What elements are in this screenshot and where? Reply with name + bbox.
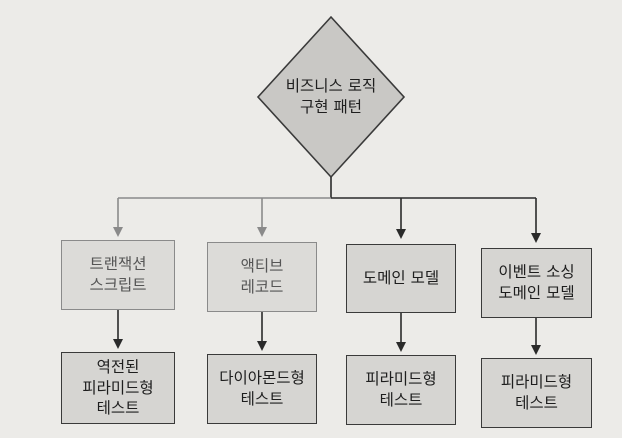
test-box-inverted-pyramid: 역전된 피라미드형 테스트 [61,352,175,424]
pattern-box-domain-model: 도메인 모델 [346,244,456,313]
root-label: 비즈니스 로직 구현 패턴 [285,77,377,116]
pattern-box-transaction-script: 트랜잭션 스크립트 [61,240,175,310]
test-box-diamond: 다이아몬드형 테스트 [207,354,317,424]
pattern-box-active-record: 액티브 레코드 [207,242,317,312]
test-box-pyramid-domain-model: 피라미드형 테스트 [346,355,456,425]
pattern-box-event-sourcing: 이벤트 소싱 도메인 모델 [481,248,592,318]
test-box-pyramid-event-sourcing: 피라미드형 테스트 [481,358,592,428]
